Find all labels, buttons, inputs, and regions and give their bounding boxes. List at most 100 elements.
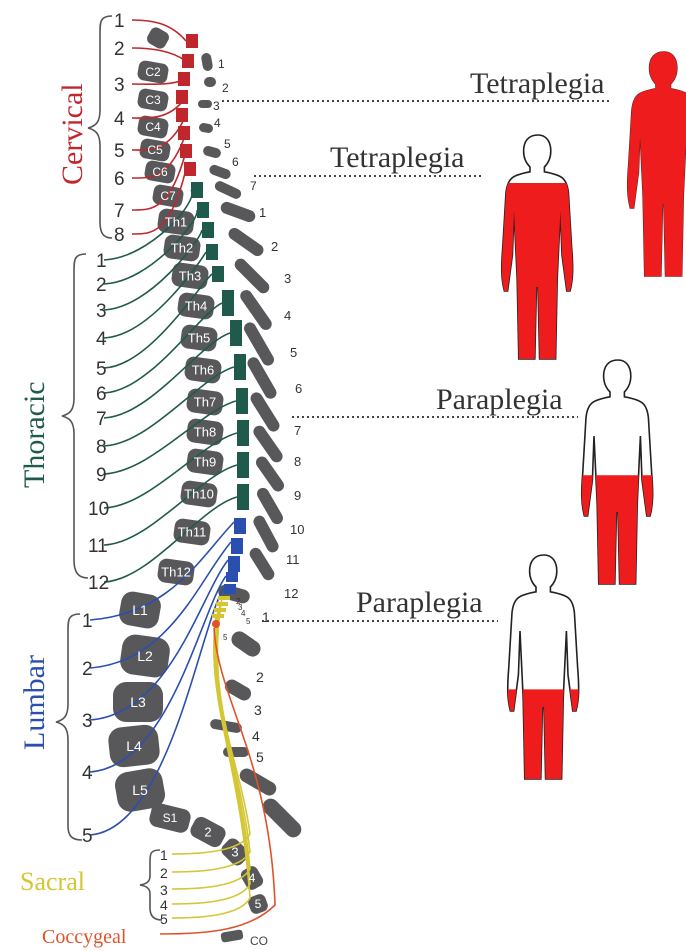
brace-thoracic [62, 254, 88, 578]
region-label-sacral: Sacral [20, 867, 85, 896]
vertebra-sacral-4-label: 4 [249, 871, 256, 885]
cord-lumbar-3 [228, 556, 240, 572]
cord-thoracic-10 [237, 420, 249, 446]
injury-label-paraplegia-1: Paraplegia [436, 383, 563, 416]
vertebra-c1 [145, 25, 171, 51]
vertebra-sacral-5-label: 5 [255, 897, 262, 911]
nerve-number-thoracic-9: 9 [96, 465, 107, 486]
vertebra-th10-label: Th10 [184, 487, 214, 502]
spinous-process-13 [245, 355, 278, 401]
spinous-process-7 [213, 180, 243, 201]
cord-number-lumbar-5: 5 [256, 749, 264, 765]
cord-cervical-3 [178, 72, 190, 86]
body-figure-tetraplegia-chest [502, 135, 573, 359]
cord-conus [212, 620, 220, 628]
cord-number-thoracic-7: 7 [294, 423, 301, 438]
cord-thoracic-2 [197, 202, 209, 218]
injury-label-tetraplegia-2: Tetraplegia [330, 141, 465, 174]
cord-number-thoracic-3: 3 [284, 271, 291, 286]
spinous-process-3 [198, 100, 212, 108]
vertebra-c2-label: C2 [145, 65, 161, 79]
body-figure-paraplegia-hips [508, 555, 579, 779]
nerve-number-cervical-3: 3 [114, 75, 125, 96]
vertebra-l3-label: L3 [130, 694, 146, 710]
nerve-number-lumbar-5: 5 [82, 826, 93, 847]
cord-thoracic-4 [206, 244, 218, 260]
cord-number-cervical-6: 6 [232, 155, 239, 169]
cord-number-cervical-2: 2 [222, 81, 229, 95]
vertebra-th1-label: Th1 [165, 215, 187, 230]
cord-lumbar-5 [224, 584, 236, 594]
vertebra-c4-label: C4 [145, 120, 161, 134]
cord-thoracic-9 [236, 388, 248, 414]
spinous-process-2 [204, 77, 216, 87]
nerve-number-sacral-2: 2 [160, 865, 168, 881]
cord-sacral-3 [214, 608, 226, 612]
body-figure-paraplegia-waist [582, 360, 653, 584]
vertebra-l1-label: L1 [132, 602, 148, 618]
nerve-number-lumbar-3: 3 [82, 711, 93, 732]
spinous-process-9 [226, 226, 266, 259]
nerve-number-thoracic-2: 2 [96, 275, 107, 296]
spinous-process-10 [232, 256, 272, 296]
nerve-number-thoracic-11: 11 [88, 536, 108, 557]
cord-thoracic-5 [212, 266, 224, 282]
cord-cervical-1 [186, 34, 198, 48]
brace-cervical [88, 16, 112, 238]
nerve-number-thoracic-12: 12 [88, 573, 109, 594]
cord-cervical-2 [182, 54, 194, 68]
region-label-lumbar: Lumbar [18, 655, 51, 750]
nerve-number-thoracic-1: 1 [96, 251, 107, 272]
cord-sacral-4 [212, 614, 224, 618]
nerve-number-cervical-5: 5 [114, 141, 125, 162]
vertebra-sacral-3-label: 3 [231, 845, 238, 860]
cord-number-thoracic-5: 5 [290, 345, 297, 360]
vertebra-th8-label: Th8 [194, 425, 216, 440]
cord-thoracic-12 [237, 484, 249, 510]
spinous-process-21 [228, 628, 263, 659]
cord-sacral-1 [218, 596, 230, 600]
vertebra-l4-label: L4 [126, 738, 142, 754]
nerve-thoracic-11 [104, 465, 237, 545]
cord-thoracic-11 [237, 452, 249, 478]
nerve-number-lumbar-2: 2 [82, 659, 93, 680]
vertebra-c5-label: C5 [147, 143, 163, 157]
nerve-number-cervical-1: 1 [114, 11, 125, 32]
cord-lumbar-1 [234, 518, 246, 534]
spinous-process-4 [198, 122, 213, 133]
spinous-process-15 [251, 423, 285, 464]
cord-number-thoracic-4: 4 [284, 308, 291, 323]
vertebra-th3-label: Th3 [179, 269, 201, 284]
cord-thoracic-7 [230, 320, 242, 346]
nerve-number-thoracic-5: 5 [96, 359, 107, 380]
nerve-number-cervical-8: 8 [114, 225, 125, 246]
nerve-number-lumbar-1: 1 [82, 611, 93, 632]
nerve-sacral-5 [172, 616, 250, 918]
cord-number-cervical-3: 3 [213, 99, 220, 113]
brace-lumbar [56, 614, 82, 840]
cord-thoracic-1 [191, 182, 203, 198]
spinous-process-11 [238, 288, 274, 333]
vertebra-l2-label: L2 [137, 648, 153, 664]
cord-thoracic-6 [222, 290, 234, 316]
cord-number-thoracic-9: 9 [294, 488, 301, 503]
spinous-process-6 [208, 164, 232, 181]
cord-number-thoracic-12: 12 [284, 586, 298, 601]
nerve-number-cervical-2: 2 [114, 39, 125, 60]
vertebra-th6-label: Th6 [192, 363, 214, 378]
vertebra-c3-label: C3 [145, 93, 161, 107]
vertebra-coccyx [220, 929, 243, 943]
cord-number-lumbar-2: 2 [256, 669, 264, 685]
spinous-process-16 [254, 454, 287, 494]
cord-lumbar-4 [226, 572, 238, 582]
nerve-number-cervical-7: 7 [114, 201, 125, 222]
cord-number-sacral-5: 5 [246, 617, 251, 626]
spinous-process-12 [242, 320, 276, 368]
vertebra-th7-label: Th7 [194, 395, 216, 410]
cord-number-thoracic-6: 6 [295, 381, 302, 396]
cord-number-lumbar-4: 4 [252, 728, 260, 744]
cord-lumbar-2 [231, 538, 243, 554]
vertebra-c7-label: C7 [160, 189, 176, 203]
vertebra-sacral-2-label: 2 [204, 825, 211, 840]
